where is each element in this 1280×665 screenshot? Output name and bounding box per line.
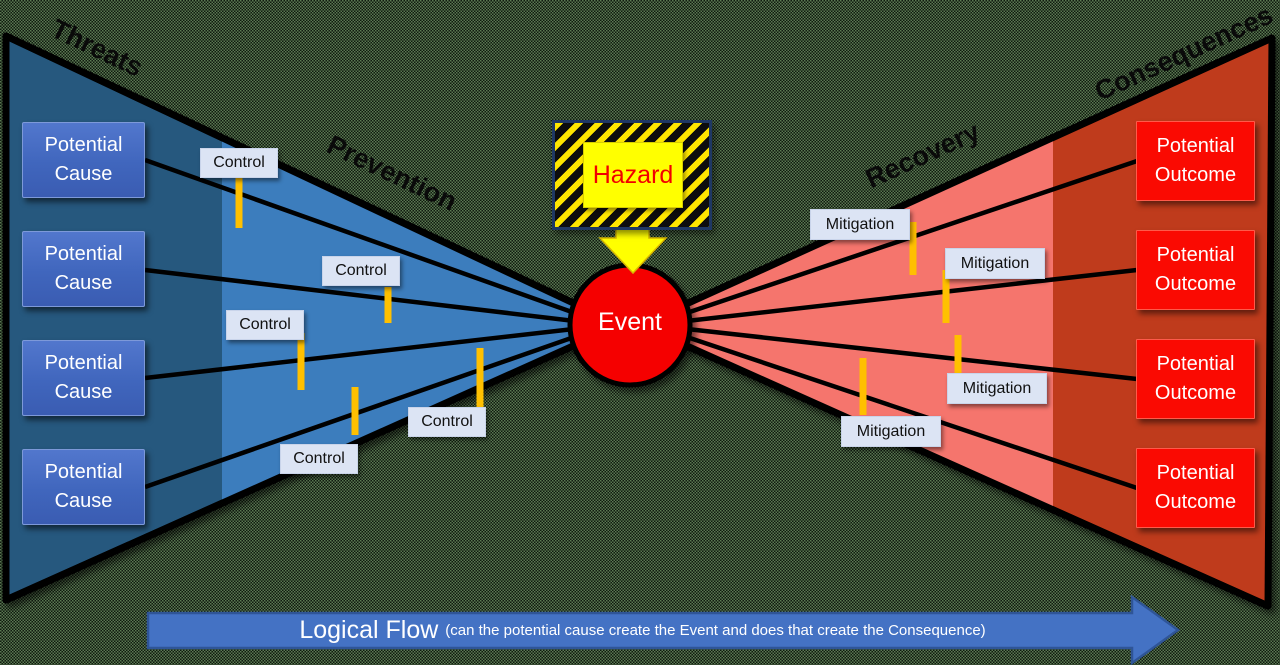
- flow-arrow-text: Logical Flow (can the potential cause cr…: [150, 612, 1135, 649]
- control-box: Control: [200, 148, 278, 178]
- mitigation-box: Mitigation: [945, 248, 1045, 279]
- potential-cause-box: Potential Cause: [22, 122, 145, 198]
- potential-outcome-box: Potential Outcome: [1136, 121, 1255, 201]
- control-barrier-bars: [235, 178, 484, 435]
- consequence-lines: [659, 158, 1138, 491]
- control-box: Control: [280, 444, 358, 474]
- mitigation-box: Mitigation: [810, 209, 910, 240]
- potential-cause-box: Potential Cause: [22, 340, 145, 416]
- flow-arrow-sub-text: (can the potential cause create the Even…: [445, 622, 986, 639]
- potential-cause-box: Potential Cause: [22, 449, 145, 525]
- event-label: Event: [598, 308, 662, 336]
- control-box: Control: [226, 310, 304, 340]
- consequences-wedge-edges: [636, 34, 1276, 610]
- mitigation-box: Mitigation: [947, 373, 1047, 404]
- potential-cause-box: Potential Cause: [22, 231, 145, 307]
- hazard-striped-panel: Hazard: [552, 120, 712, 230]
- prevention-wedge: [222, 139, 620, 503]
- flow-arrow-shape: [146, 594, 1181, 665]
- potential-outcome-box: Potential Outcome: [1136, 230, 1255, 310]
- flow-arrow-main-text: Logical Flow: [299, 616, 439, 644]
- hazard-box: Hazard: [583, 142, 683, 208]
- control-box: Control: [408, 407, 486, 437]
- threat-lines: [144, 157, 601, 490]
- control-box: Control: [322, 256, 400, 286]
- potential-outcome-box: Potential Outcome: [1136, 448, 1255, 528]
- potential-outcome-box: Potential Outcome: [1136, 339, 1255, 419]
- mitigation-box: Mitigation: [841, 416, 941, 447]
- recovery-wedge: [640, 140, 1053, 510]
